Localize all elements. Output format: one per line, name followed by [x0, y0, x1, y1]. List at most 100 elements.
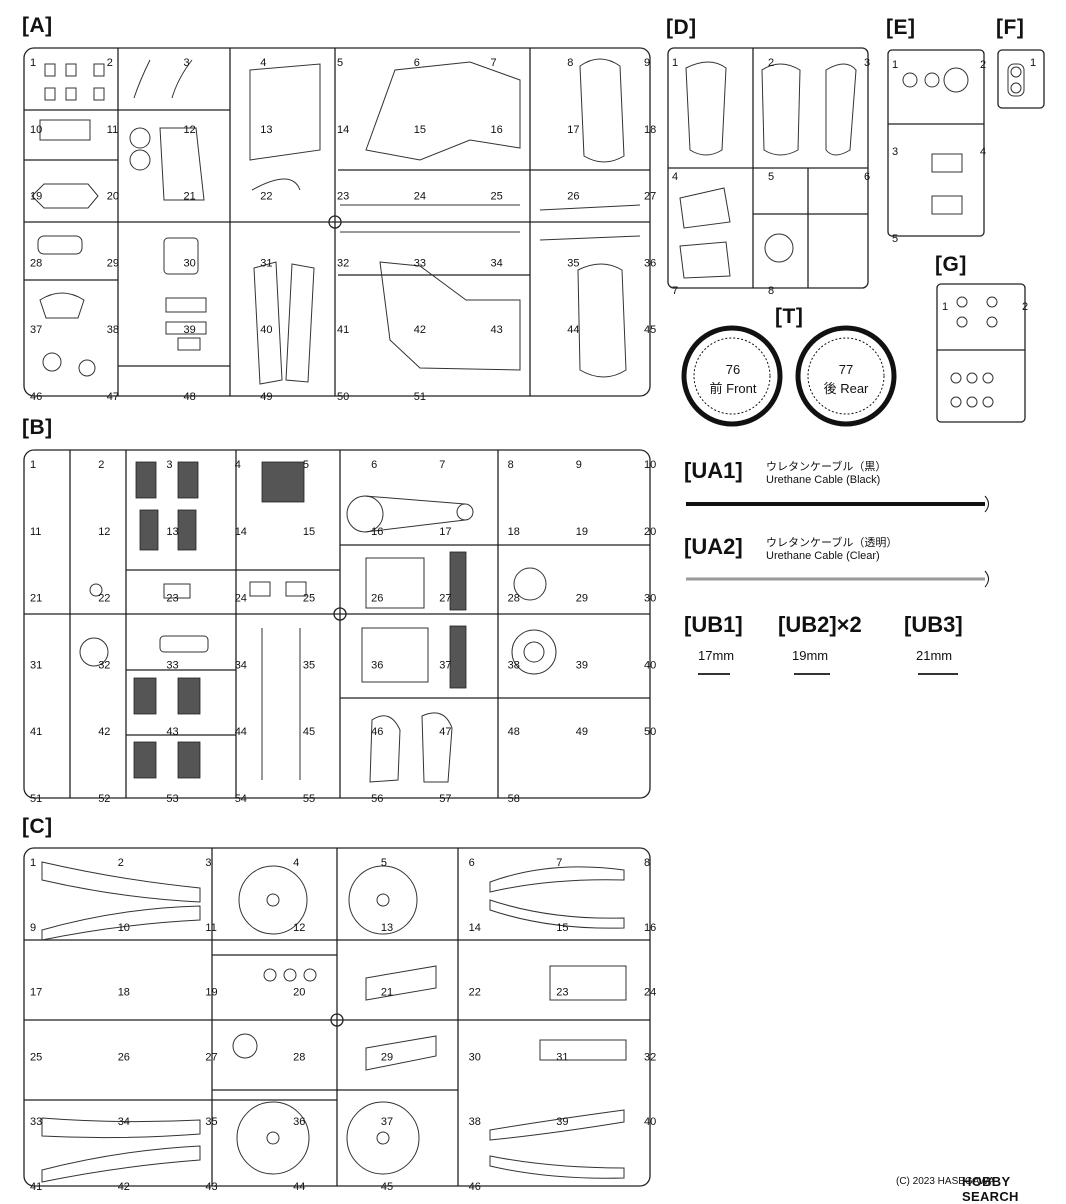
part-number-b-1: 1	[30, 459, 36, 471]
part-number-b-29: 29	[576, 593, 588, 605]
part-number-b-56: 56	[371, 793, 383, 805]
part-number-c-29: 29	[381, 1051, 393, 1063]
part-number-c-1: 1	[30, 857, 36, 869]
part-number-a-49: 49	[260, 391, 272, 403]
pin-ub3-length: 21mm	[916, 648, 953, 663]
part-number-b-40: 40	[644, 659, 656, 671]
part-number-b-9: 9	[576, 459, 582, 471]
tires	[681, 325, 897, 427]
part-number-b-12: 12	[98, 526, 110, 538]
part-number-b-54: 54	[235, 793, 247, 805]
part-number-c-7: 7	[556, 857, 562, 869]
part-number-c-36: 36	[293, 1116, 305, 1128]
sheet-a-title: [A]	[22, 14, 53, 37]
part-number-c-20: 20	[293, 987, 305, 999]
part-number-b-49: 49	[576, 726, 588, 738]
part-number-a-3: 3	[184, 57, 190, 69]
part-number-b-57: 57	[439, 793, 451, 805]
part-number-a-31: 31	[260, 257, 272, 269]
tire-front-number: 76	[725, 362, 741, 377]
part-number-c-3: 3	[205, 857, 211, 869]
part-number-a-24: 24	[414, 191, 426, 203]
sheet-e-title: [E]	[886, 16, 916, 39]
part-number-c-10: 10	[118, 922, 130, 934]
part-number-b-31: 31	[30, 659, 42, 671]
part-number-d-3: 3	[864, 57, 870, 69]
part-number-b-8: 8	[508, 459, 514, 471]
part-number-g-2: 2	[1022, 301, 1028, 313]
part-number-b-11: 11	[30, 526, 41, 538]
cable-ua1-en: Urethane Cable (Black)	[766, 474, 881, 486]
part-number-c-46: 46	[469, 1181, 481, 1193]
part-number-a-43: 43	[491, 324, 503, 336]
part-number-b-30: 30	[644, 593, 656, 605]
part-number-b-50: 50	[644, 726, 656, 738]
part-number-c-5: 5	[381, 857, 387, 869]
part-number-b-23: 23	[166, 593, 178, 605]
part-number-b-3: 3	[166, 459, 172, 471]
part-number-a-47: 47	[107, 391, 119, 403]
part-number-b-15: 15	[303, 526, 315, 538]
part-number-f-1: 1	[1030, 57, 1036, 69]
part-number-a-34: 34	[491, 257, 503, 269]
part-number-c-13: 13	[381, 922, 393, 934]
part-number-c-34: 34	[118, 1116, 130, 1128]
part-number-d-4: 4	[672, 171, 678, 183]
tire-rear-label: 後 Rear	[823, 381, 869, 396]
sprue-c	[23, 847, 651, 1187]
part-number-b-18: 18	[508, 526, 520, 538]
part-number-c-15: 15	[556, 922, 568, 934]
part-number-b-43: 43	[166, 726, 178, 738]
part-number-b-36: 36	[371, 659, 383, 671]
part-number-a-15: 15	[414, 124, 426, 136]
part-number-d-8: 8	[768, 285, 774, 297]
part-number-a-10: 10	[30, 124, 42, 136]
part-number-a-23: 23	[337, 191, 349, 203]
part-number-c-31: 31	[556, 1051, 568, 1063]
part-number-a-42: 42	[414, 324, 426, 336]
part-number-b-51: 51	[30, 793, 42, 805]
part-number-c-40: 40	[644, 1116, 656, 1128]
part-number-b-4: 4	[235, 459, 241, 471]
sprue-g	[936, 283, 1026, 423]
part-number-c-6: 6	[469, 857, 475, 869]
part-number-c-9: 9	[30, 922, 36, 934]
part-number-b-52: 52	[98, 793, 110, 805]
part-number-c-43: 43	[205, 1181, 217, 1193]
sheet-t-title: [T]	[775, 305, 804, 328]
sprue-d	[667, 47, 869, 289]
part-number-a-38: 38	[107, 324, 119, 336]
part-number-a-40: 40	[260, 324, 272, 336]
cable-ua2-en: Urethane Cable (Clear)	[766, 550, 880, 562]
part-number-c-33: 33	[30, 1116, 42, 1128]
part-number-c-26: 26	[118, 1051, 130, 1063]
part-number-c-25: 25	[30, 1051, 42, 1063]
part-number-a-51: 51	[414, 391, 426, 403]
part-number-a-39: 39	[184, 324, 196, 336]
part-number-c-44: 44	[293, 1181, 305, 1193]
part-number-a-46: 46	[30, 391, 42, 403]
part-number-a-4: 4	[260, 57, 266, 69]
part-number-b-16: 16	[371, 526, 383, 538]
part-number-d-6: 6	[864, 171, 870, 183]
part-number-b-27: 27	[439, 593, 451, 605]
sprue-a	[23, 47, 651, 397]
part-number-c-17: 17	[30, 987, 42, 999]
part-number-c-2: 2	[118, 857, 124, 869]
part-number-c-37: 37	[381, 1116, 393, 1128]
cables	[686, 495, 989, 675]
part-number-e-5: 5	[892, 233, 898, 245]
part-number-a-16: 16	[491, 124, 503, 136]
sprue-f	[997, 49, 1045, 109]
part-number-a-18: 18	[644, 124, 656, 136]
part-number-b-38: 38	[508, 659, 520, 671]
part-number-b-20: 20	[644, 526, 656, 538]
part-number-b-44: 44	[235, 726, 247, 738]
part-number-b-5: 5	[303, 459, 309, 471]
part-number-b-17: 17	[439, 526, 451, 538]
part-number-b-2: 2	[98, 459, 104, 471]
cable-ua1-jp: ウレタンケーブル（黒）	[766, 461, 887, 473]
cable-ua2-jp: ウレタンケーブル（透明）	[766, 537, 898, 549]
part-number-b-55: 55	[303, 793, 315, 805]
part-number-e-3: 3	[892, 146, 898, 158]
